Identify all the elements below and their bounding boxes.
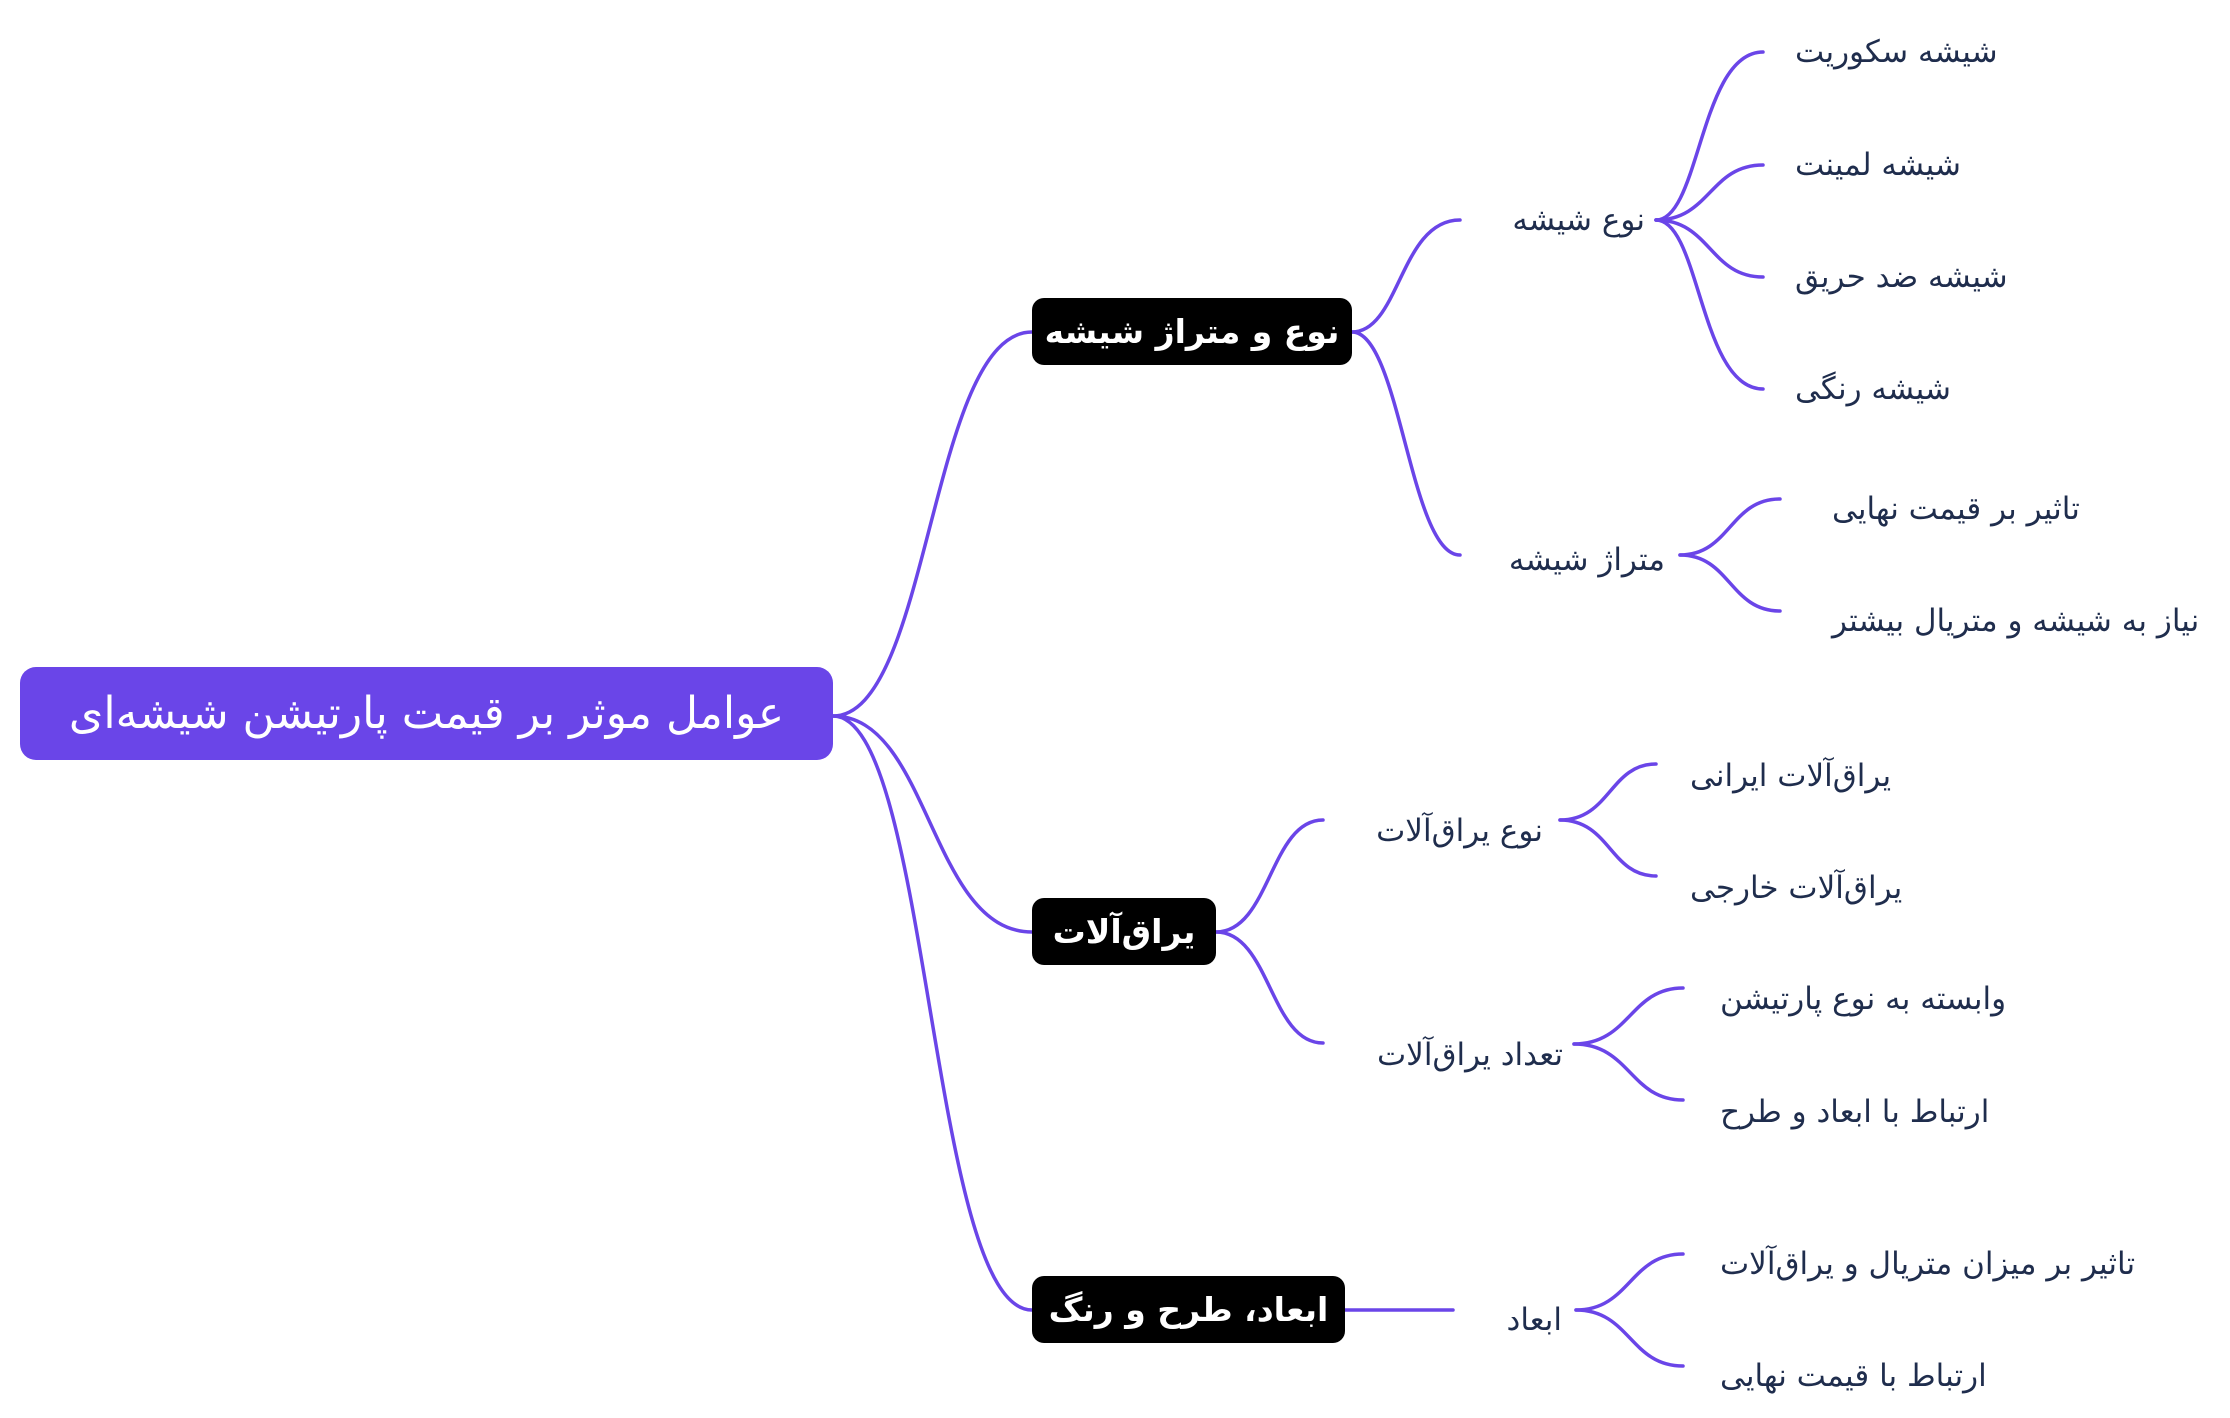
leaf-node[interactable]: شیشه رنگی	[1795, 369, 1951, 409]
leaf-node[interactable]: وابسته به نوع پارتیشن	[1720, 979, 2006, 1019]
leaf-node[interactable]: شیشه ضد حریق	[1795, 257, 2008, 297]
leaf-label: وابسته به نوع پارتیشن	[1720, 981, 2007, 1017]
topic-node-glass-type-area[interactable]: نوع و متراژ شیشه	[1032, 298, 1352, 365]
leaf-node[interactable]: ارتباط با ابعاد و طرح	[1720, 1092, 1989, 1132]
leaf-label: شیشه لمینت	[1795, 147, 1961, 183]
leaf-label: شیشه سکوریت	[1795, 34, 1998, 70]
sub-node-dimensions[interactable]: ابعاد	[1482, 1300, 1562, 1340]
leaf-node[interactable]: تاثیر بر میزان متریال و یراق‌آلات	[1720, 1244, 2135, 1284]
leaf-node[interactable]: شیشه لمینت	[1795, 145, 1961, 185]
leaf-label: ارتباط با ابعاد و طرح	[1720, 1094, 1990, 1130]
leaf-label: شیشه رنگی	[1795, 371, 1952, 407]
sub-node-hardware-type[interactable]: نوع یراق‌آلات	[1358, 811, 1543, 851]
leaf-node[interactable]: یراق‌آلات ایرانی	[1690, 756, 1891, 796]
leaf-node[interactable]: تاثیر بر قیمت نهایی	[1832, 489, 2080, 529]
sub-label: نوع یراق‌آلات	[1376, 813, 1543, 849]
topic-label: یراق‌آلات	[1052, 912, 1196, 951]
sub-label: نوع شیشه	[1512, 202, 1645, 238]
leaf-node[interactable]: یراق‌آلات خارجی	[1690, 868, 1902, 908]
leaf-node[interactable]: ارتباط با قیمت نهایی	[1720, 1356, 1987, 1396]
leaf-label: ارتباط با قیمت نهایی	[1720, 1358, 1987, 1394]
leaf-node[interactable]: شیشه سکوریت	[1795, 32, 1998, 72]
topic-label: ابعاد، طرح و رنگ	[1048, 1290, 1329, 1329]
leaf-label: تاثیر بر قیمت نهایی	[1832, 491, 2080, 527]
leaf-node[interactable]: نیاز به شیشه و متریال بیشتر	[1832, 601, 2199, 641]
root-label: عوامل موثر بر قیمت پارتیشن شیشه‌ای	[68, 688, 785, 739]
topic-label: نوع و متراژ شیشه	[1044, 312, 1340, 351]
topic-node-hardware[interactable]: یراق‌آلات	[1032, 898, 1216, 965]
leaf-label: یراق‌آلات ایرانی	[1690, 758, 1892, 794]
leaf-label: شیشه ضد حریق	[1795, 259, 2008, 295]
root-node[interactable]: عوامل موثر بر قیمت پارتیشن شیشه‌ای	[20, 667, 833, 760]
leaf-label: نیاز به شیشه و متریال بیشتر	[1832, 603, 2200, 639]
topic-node-dimensions-design-color[interactable]: ابعاد، طرح و رنگ	[1032, 1276, 1345, 1343]
sub-label: تعداد یراق‌آلات	[1377, 1037, 1563, 1073]
sub-node-hardware-count[interactable]: تعداد یراق‌آلات	[1358, 1035, 1563, 1075]
leaf-label: تاثیر بر میزان متریال و یراق‌آلات	[1720, 1246, 2136, 1282]
sub-node-glass-area[interactable]: متراژ شیشه	[1495, 540, 1665, 580]
sub-label: ابعاد	[1506, 1302, 1562, 1338]
leaf-label: یراق‌آلات خارجی	[1690, 870, 1903, 906]
sub-node-glass-type[interactable]: نوع شیشه	[1495, 200, 1645, 240]
sub-label: متراژ شیشه	[1508, 542, 1665, 578]
